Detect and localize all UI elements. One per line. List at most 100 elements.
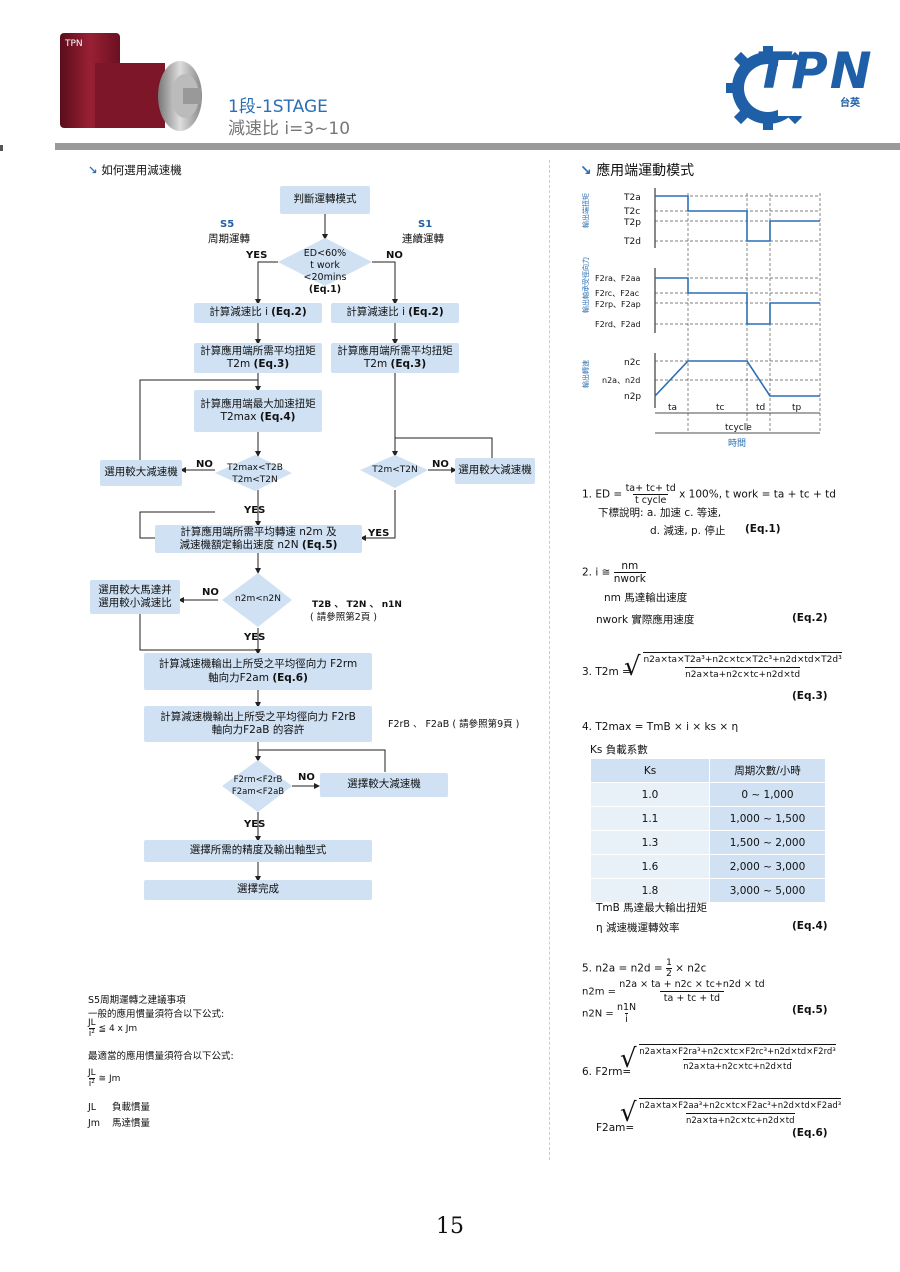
eq2-nm: nm 馬達輸出速度 — [604, 592, 688, 604]
label-tc: tc — [716, 403, 725, 413]
calc-ratio-left: 計算減速比 i(Eq.2) — [194, 303, 322, 323]
eq6b-label: F2am= — [596, 1122, 635, 1134]
flow-connectors — [139, 214, 493, 882]
label-n2ad: n2a、n2d — [602, 376, 640, 385]
no-label-5: NO — [298, 772, 315, 783]
no-label-1: NO — [386, 250, 403, 261]
stage-title: 1段-1STAGE — [228, 97, 328, 117]
selection-done: 選擇完成 — [144, 880, 372, 900]
diamond-torque: T2max<T2B T2m<T2N — [227, 463, 283, 485]
section-title-left: ↘ 如何選用減速機 — [88, 163, 182, 177]
label-ta: ta — [668, 403, 677, 413]
s1-name: 連續運轉 — [402, 233, 444, 245]
svg-text:TPN: TPN — [64, 39, 83, 49]
eta-desc: η 減速機運轉效率 — [596, 922, 680, 934]
label-tp: tp — [792, 403, 802, 413]
column-divider — [549, 160, 550, 1160]
no-label-3: NO — [432, 459, 449, 470]
eq1-note-b: d. 減速, p. 停止 — [650, 525, 726, 537]
yes-label-2: YES — [244, 505, 266, 516]
label-t2d: T2d — [623, 237, 641, 247]
diamond-ed: ED<60% t work <20mins (Eq.1) — [303, 248, 347, 295]
label-td: td — [756, 403, 765, 413]
tmb-desc: TmB 馬達最大輸出扭矩 — [596, 902, 708, 914]
calc-ratio-right: 計算減速比 i(Eq.2) — [331, 303, 459, 323]
frac-jl: JL — [88, 1018, 96, 1028]
choose-precision: 選擇所需的精度及輸出軸型式 — [144, 840, 372, 862]
diamond-speed: n2m<n2N — [235, 594, 281, 604]
arrow-icon: ↘ — [88, 163, 98, 177]
ks-table-header: Ks 周期次數/小時 — [590, 758, 826, 783]
ratio-label: 減速比 i=3~10 — [228, 119, 351, 139]
avg-torque-right: 計算應用端所需平均扭矩 T2m (Eq.3) — [331, 343, 459, 373]
eq1-tag: (Eq.1) — [745, 523, 781, 535]
crop-mark — [0, 145, 3, 151]
choose-bigger-3: 選擇較大減速機 — [320, 773, 448, 797]
s5-name: 周期運轉 — [208, 233, 250, 245]
flow-start: 判斷運轉模式 — [280, 186, 370, 214]
eq3-tag: (Eq.3) — [792, 690, 828, 702]
brand-name: TPN — [755, 42, 874, 100]
time-axis-label: 時間 — [728, 438, 746, 449]
calc-allowable-force: 計算減速機輸出上所受之平均徑向力 F2rB 軸向力F2aB 的容許 — [144, 706, 372, 742]
label-t2c: T2c — [623, 207, 640, 217]
page-number: 15 — [436, 1214, 464, 1239]
eq6-tag: (Eq.6) — [792, 1127, 828, 1139]
eq3-label: 3. T2m = — [582, 666, 631, 678]
reducer-product-image: TPN — [60, 33, 202, 131]
s5-code: S5 — [220, 219, 235, 230]
eq4: 4. T2max = TmB × i × ks × η — [582, 721, 739, 733]
label-t2p: T2p — [623, 218, 641, 228]
arrow-icon: ↘ — [580, 163, 592, 179]
section-title-right: ↘ 應用端運動模式 — [580, 163, 695, 179]
choose-bigger-left: 選用較大減速機 — [100, 460, 182, 486]
label-f2d: F2rd、F2ad — [595, 320, 641, 329]
label-f2a: F2ra、F2aa — [595, 274, 640, 283]
eq2-tag: (Eq.2) — [792, 612, 828, 624]
notes-line2: 最適當的應用慣量須符合以下公式: — [88, 1051, 234, 1062]
choose-bigger-right: 選用較大減速機 — [455, 458, 535, 484]
label-n2c: n2c — [624, 358, 640, 368]
avg-torque-left: 計算應用端所需平均扭矩 T2m (Eq.3) — [194, 343, 322, 373]
ref-page9: F2rB 、 F2aB ( 請參照第9頁 ) — [388, 719, 520, 730]
eq2-nwork: nwork 實際應用速度 — [596, 614, 695, 626]
notes-title: S5周期運轉之建議事項 — [88, 995, 186, 1006]
notes-line1: 一般的應用慣量須符合以下公式: — [88, 1009, 225, 1020]
eq1-note-a: 下標說明: a. 加速 c. 等速, — [598, 507, 722, 519]
label-f2p: F2rp、F2ap — [595, 300, 641, 309]
no-label-4: NO — [202, 587, 219, 598]
yes-label-5: YES — [244, 819, 266, 830]
yes-label-1: YES — [246, 250, 268, 261]
diamond-force: F2rm<F2rB F2am<F2aB — [231, 775, 285, 797]
ref-page2-1: T2B 、 T2N 、 n1N — [312, 600, 402, 610]
eq6-label: 6. F2rm= — [582, 1066, 632, 1078]
eq5-tag: (Eq.5) — [792, 1004, 828, 1016]
max-torque: 計算應用端最大加速扭矩 T2max (Eq.4) — [194, 390, 322, 432]
yes-label-4: YES — [244, 632, 266, 643]
label-f2c: F2rc、F2ac — [595, 289, 639, 298]
motion-profile-chart: 輸出端扭矩 輸出軸承受徑向力 輸出轉速 T2a T2c T2p — [581, 188, 821, 449]
diamond-avg: T2m<T2N — [372, 465, 418, 475]
y1-axis-label: 輸出端扭矩 — [581, 193, 590, 228]
s5-notes: S5周期運轉之建議事項 一般的應用慣量須符合以下公式: — [88, 994, 224, 1022]
s1-code: S1 — [418, 219, 433, 230]
y2-axis-label: 輸出軸承受徑向力 — [581, 257, 590, 313]
avg-speed: 計算應用端所需平均轉速 n2m 及 減速機額定輸出速度 n2N (Eq.5) — [155, 525, 362, 553]
eq4-tag: (Eq.4) — [792, 920, 828, 932]
y3-axis-label: 輸出轉速 — [581, 360, 590, 388]
tpn-logo — [726, 46, 818, 130]
